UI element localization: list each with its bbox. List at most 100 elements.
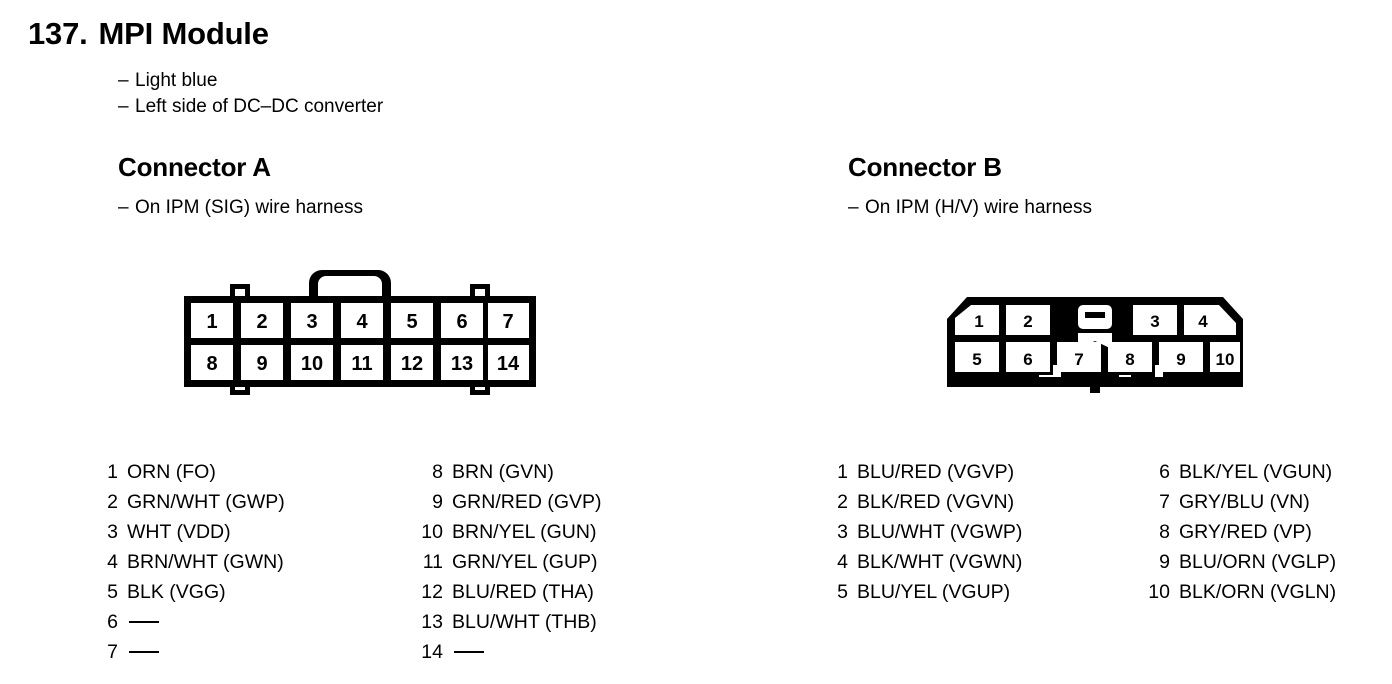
pin-number: 4: [107, 551, 118, 573]
connector-b-housing-diagram: 1 2 3 4 5 6 7 8 9 10: [935, 285, 1255, 405]
svg-text:7: 7: [1074, 350, 1083, 369]
connector-a-subtitle: –On IPM (SIG) wire harness: [118, 197, 363, 219]
pin-number: 3: [107, 521, 118, 543]
pin-number: 3: [837, 521, 848, 543]
pin-value: BLU/WHT (THB): [452, 611, 597, 633]
pin-number: 11: [422, 551, 443, 573]
section-number: 137.: [28, 16, 88, 51]
svg-text:8: 8: [206, 353, 217, 375]
pin-value: BLU/YEL (VGUP): [857, 581, 1011, 603]
pin-number: 7: [107, 641, 118, 663]
svg-text:5: 5: [406, 311, 417, 333]
pin-value: BLU/RED (THA): [452, 581, 594, 603]
pin-row: 7: [88, 637, 285, 667]
svg-text:4: 4: [1198, 312, 1208, 331]
svg-text:3: 3: [306, 311, 317, 333]
pin-row: 6: [88, 607, 285, 637]
pin-number: 13: [421, 611, 443, 633]
svg-text:6: 6: [456, 311, 467, 333]
pin-row: 13 BLU/WHT (THB): [413, 607, 602, 637]
pin-number: 5: [107, 581, 118, 603]
svg-text:11: 11: [351, 353, 372, 375]
svg-text:8: 8: [1125, 350, 1134, 369]
pin-value: BLK/ORN (VGLN): [1179, 581, 1337, 603]
pin-value: WHT (VDD): [127, 521, 231, 543]
pin-row: 3 WHT (VDD): [88, 517, 285, 547]
pin-number: 4: [837, 551, 848, 573]
connector-b-subtitle-text: On IPM (H/V) wire harness: [865, 197, 1092, 218]
pin-number: 6: [1159, 461, 1170, 483]
keyway-detail: [1078, 305, 1112, 393]
svg-text:1: 1: [974, 312, 983, 331]
top-left-tab-hole: [235, 289, 245, 298]
dash-glyph: –: [118, 70, 129, 91]
pin-value: BLK/WHT (VGWN): [857, 551, 1023, 573]
pin-row: 8 GRY/RED (VP): [1140, 517, 1336, 547]
connector-b-svg: 1 2 3 4 5 6 7 8 9 10: [947, 297, 1243, 393]
pin-value: [452, 637, 484, 667]
pin-cells: [191, 303, 529, 380]
pin-value: GRN/WHT (GWP): [127, 491, 285, 513]
svg-text:9: 9: [1176, 350, 1185, 369]
svg-text:12: 12: [401, 353, 423, 375]
svg-text:9: 9: [256, 353, 267, 375]
note-item: –Left side of DC–DC converter: [118, 94, 383, 120]
pin-value: BLU/RED (VGVP): [857, 461, 1015, 483]
pin-number: 9: [1159, 551, 1170, 573]
pin-value: [127, 607, 159, 637]
pin-value: BLK/YEL (VGUN): [1179, 461, 1333, 483]
svg-text:6: 6: [1023, 350, 1032, 369]
note-item: –Light blue: [118, 68, 383, 94]
pin-value: GRY/RED (VP): [1179, 521, 1312, 543]
pin-number: 1: [837, 461, 848, 483]
connector-a-subtitle-text: On IPM (SIG) wire harness: [135, 197, 364, 218]
connector-b-pin-numbers: 1 2 3 4 5 6 7 8 9 10: [972, 312, 1234, 369]
pin-row: 5 BLU/YEL (VGUP): [818, 577, 1022, 607]
top-right-tab-hole: [475, 289, 485, 298]
pin-number: 2: [107, 491, 118, 513]
pin-number: 5: [837, 581, 848, 603]
page-title: 137.MPI Module: [28, 16, 269, 52]
connector-a-housing-diagram: 1 2 3 4 5 6 7 8 9 10 11 12 13 14: [175, 262, 550, 417]
svg-text:7: 7: [502, 311, 513, 333]
svg-text:14: 14: [497, 353, 520, 375]
pin-number: 8: [432, 461, 443, 483]
pin-row: 5 BLK (VGG): [88, 577, 285, 607]
svg-text:13: 13: [451, 353, 473, 375]
connector-a-svg: 1 2 3 4 5 6 7 8 9 10 11 12 13 14: [184, 270, 536, 395]
module-notes: –Light blue –Left side of DC–DC converte…: [118, 68, 383, 120]
pin-number: 10: [421, 521, 443, 543]
latch-arch: [309, 270, 391, 297]
svg-text:2: 2: [256, 311, 267, 333]
pin-number: 1: [107, 461, 118, 483]
pin-row: 2 GRN/WHT (GWP): [88, 487, 285, 517]
connector-b-heading-block: Connector B –On IPM (H/V) wire harness: [848, 152, 1092, 219]
pin-number: 6: [107, 611, 118, 633]
pin-row: 14: [413, 637, 602, 667]
svg-text:1: 1: [206, 311, 217, 333]
svg-text:5: 5: [972, 350, 981, 369]
pin-value: [127, 637, 159, 667]
pin-value: BLK/RED (VGVN): [857, 491, 1015, 513]
svg-text:4: 4: [356, 311, 368, 333]
pin-value: GRN/RED (GVP): [452, 491, 602, 513]
svg-text:2: 2: [1023, 312, 1032, 331]
pin-value: BLK (VGG): [127, 581, 226, 603]
pin-row: 4 BLK/WHT (VGWN): [818, 547, 1022, 577]
pin-number: 8: [1159, 521, 1170, 543]
